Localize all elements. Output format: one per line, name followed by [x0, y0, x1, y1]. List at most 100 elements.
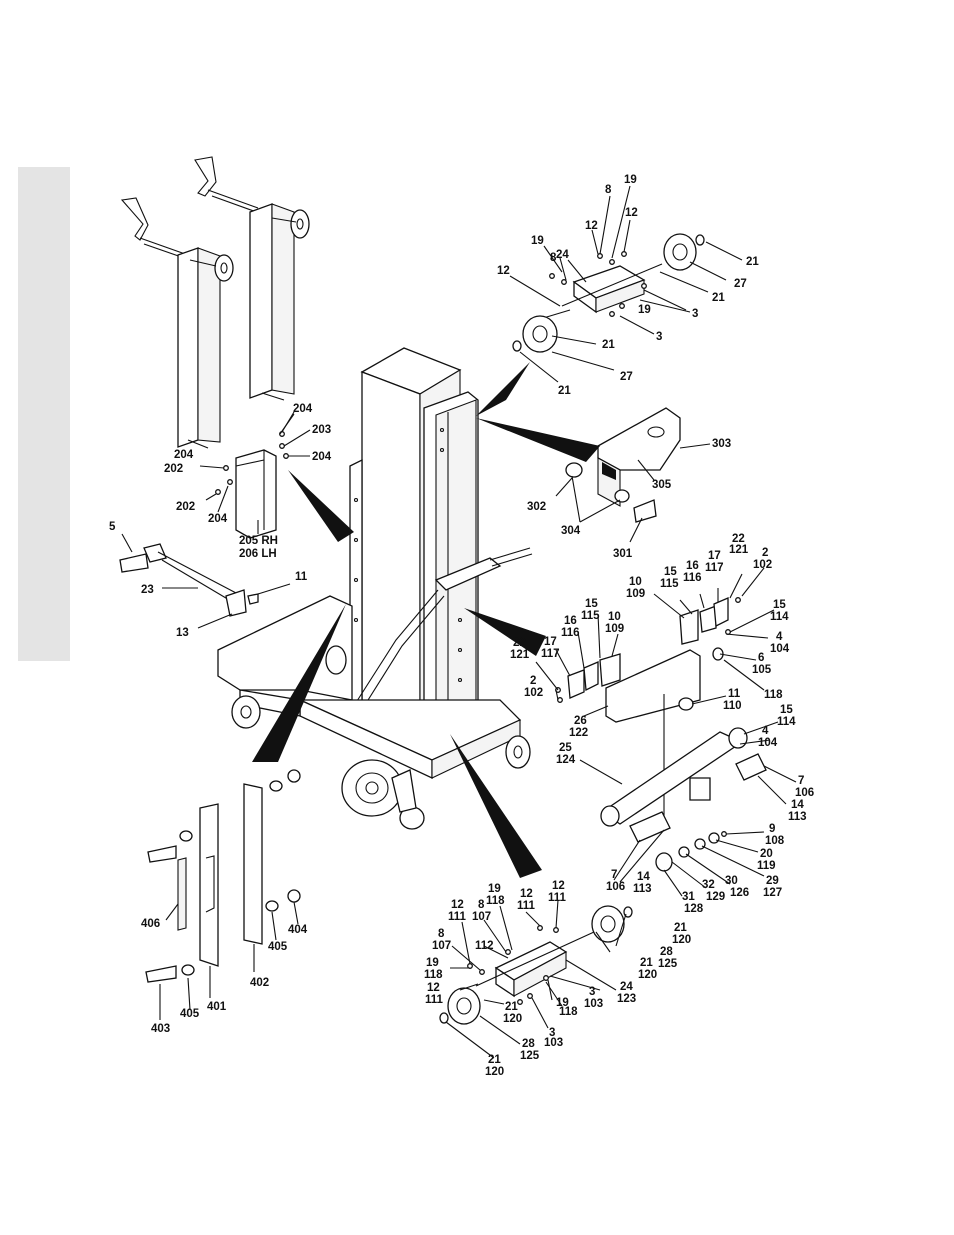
callout-21: 21 — [746, 256, 759, 268]
callout-204: 204 — [293, 403, 313, 415]
callout-107: 107 — [432, 940, 451, 952]
callout-31: 31 — [682, 891, 695, 903]
callout-118: 118 — [486, 895, 505, 907]
callout-108: 108 — [765, 835, 785, 847]
callout-125: 125 — [658, 958, 678, 970]
callout-109: 109 — [605, 623, 624, 635]
callout-120: 120 — [638, 969, 657, 981]
callout-106: 106 — [606, 881, 625, 893]
callout-6: 6 — [758, 652, 764, 664]
callout-25: 25 — [559, 742, 572, 754]
callout-403: 403 — [151, 1023, 170, 1035]
callout-123: 123 — [617, 993, 636, 1005]
callout-30: 30 — [725, 875, 738, 887]
callout-24: 24 — [556, 249, 569, 261]
callout-27: 27 — [734, 278, 747, 290]
callout-10: 10 — [608, 611, 621, 623]
callout-12: 12 — [497, 265, 510, 277]
callout-26: 26 — [574, 715, 587, 727]
callout-115: 115 — [581, 610, 600, 622]
callout-102: 102 — [753, 559, 772, 571]
callout-12: 12 — [585, 220, 598, 232]
callout-303: 303 — [712, 438, 731, 450]
callout-19: 19 — [638, 304, 651, 316]
callout-17: 17 — [708, 550, 721, 562]
callout-21: 21 — [558, 385, 571, 397]
callout-15: 15 — [664, 566, 677, 578]
callout-305: 305 — [652, 479, 672, 491]
callout-21: 21 — [712, 292, 725, 304]
callout-304: 304 — [561, 525, 581, 537]
callout-13: 13 — [176, 627, 189, 639]
callout-8: 8 — [550, 252, 557, 264]
callout-111: 111 — [425, 994, 444, 1006]
callout-404: 404 — [288, 924, 308, 936]
mounting-bracket-303 — [565, 407, 681, 523]
callout-204: 204 — [312, 451, 332, 463]
outrigger-handle-23 — [119, 543, 259, 617]
callout-202: 202 — [164, 463, 183, 475]
callout-105: 105 — [752, 664, 772, 676]
callout-116: 116 — [683, 572, 702, 584]
callout-12: 12 — [451, 899, 464, 911]
callout-8: 8 — [438, 928, 445, 940]
callout-114: 114 — [770, 611, 789, 623]
top-right-caster-assembly — [512, 233, 705, 353]
callout-21: 21 — [640, 957, 653, 969]
callout-22: 22 — [732, 533, 745, 545]
callout-19: 19 — [488, 883, 501, 895]
callout-402: 402 — [250, 977, 269, 989]
page-side-tab — [18, 167, 70, 661]
callout-19: 19 — [426, 957, 439, 969]
callout-121: 121 — [510, 649, 530, 661]
callout-3: 3 — [692, 308, 698, 320]
callout-126: 126 — [730, 887, 749, 899]
callout-103: 103 — [584, 998, 603, 1010]
callout-401: 401 — [207, 1001, 227, 1013]
callout-12: 12 — [625, 207, 638, 219]
callout-29: 29 — [766, 875, 779, 887]
callout-406: 406 — [141, 918, 160, 930]
callout-104: 104 — [758, 737, 778, 749]
callout-122: 122 — [569, 727, 588, 739]
pointer-arrows — [252, 362, 600, 878]
callout-128: 128 — [684, 903, 704, 915]
callout-4: 4 — [762, 725, 769, 737]
callout-118: 118 — [424, 969, 443, 981]
callout-202: 202 — [176, 501, 195, 513]
callout-16: 16 — [686, 560, 699, 572]
callout-3: 3 — [549, 1027, 555, 1039]
callout-302: 302 — [527, 501, 546, 513]
callout-117: 117 — [705, 562, 724, 574]
callout-7: 7 — [798, 775, 804, 787]
callout-12: 12 — [552, 880, 565, 892]
callout-112: 112 — [475, 940, 494, 952]
callout-405: 405 — [180, 1008, 200, 1020]
callout-125: 125 — [520, 1050, 540, 1062]
callout-113: 113 — [633, 883, 652, 895]
callout-204: 204 — [208, 513, 228, 525]
callout-15: 15 — [585, 598, 598, 610]
upper-mast-sections — [120, 156, 310, 449]
callout-16: 16 — [564, 615, 577, 627]
callout-206: 206 LH — [239, 548, 277, 560]
callout-21: 21 — [602, 339, 615, 351]
callout-405: 405 — [268, 941, 288, 953]
callout-2: 2 — [530, 675, 536, 687]
callout-32: 32 — [702, 879, 715, 891]
callout-203: 203 — [312, 424, 331, 436]
callout-7: 7 — [611, 869, 617, 881]
bottom-caster-assembly — [439, 905, 633, 1025]
callout-118: 118 — [764, 689, 783, 701]
callout-106: 106 — [795, 787, 814, 799]
right-axle-assembly — [555, 597, 767, 872]
callout-19: 19 — [624, 174, 637, 186]
callout-3: 3 — [589, 986, 595, 998]
callout-107: 107 — [472, 911, 491, 923]
callout-4: 4 — [776, 631, 783, 643]
callout-14: 14 — [791, 799, 804, 811]
callout-9: 9 — [769, 823, 775, 835]
callout-14: 14 — [637, 871, 650, 883]
callout-205: 205 RH — [239, 535, 278, 547]
callout-28: 28 — [522, 1038, 535, 1050]
